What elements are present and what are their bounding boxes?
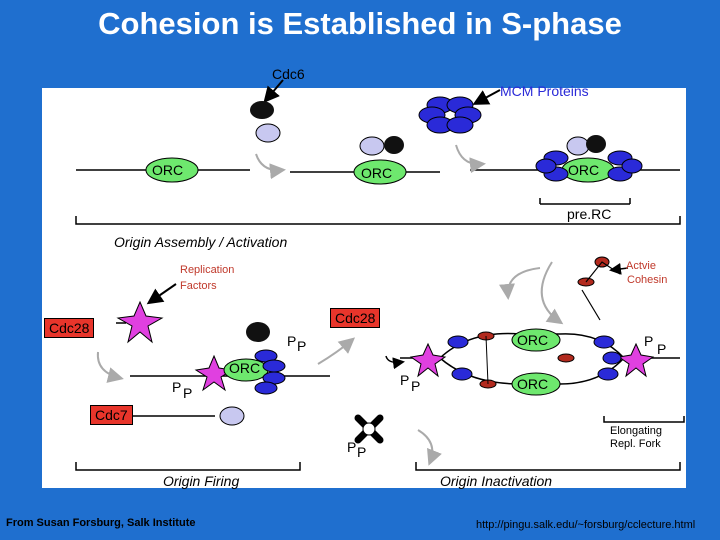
orc-oval-6 bbox=[511, 372, 561, 396]
orc-label-4: ORC bbox=[229, 360, 261, 376]
orc-oval-1 bbox=[145, 157, 199, 183]
origin-assembly-label: Origin Assembly / Activation bbox=[114, 234, 288, 250]
light-blob-2 bbox=[359, 136, 385, 156]
step-arrow-6 bbox=[499, 267, 541, 300]
replication-factors-pointer bbox=[146, 283, 177, 305]
cdc6-blob bbox=[250, 101, 274, 119]
cdc7-box: Cdc7 bbox=[90, 405, 133, 425]
cdc6-blob-4 bbox=[246, 322, 270, 342]
origin-inactivation-label: Origin Inactivation bbox=[440, 473, 553, 489]
origin-inactivation-bracket bbox=[415, 462, 681, 471]
mcm-complex-1 bbox=[418, 96, 482, 134]
step-arrow-8 bbox=[417, 429, 442, 466]
cdc6-blob-2 bbox=[384, 136, 404, 154]
step-arrow-7 bbox=[540, 261, 564, 325]
source-url[interactable]: http://pingu.salk.edu/~forsburg/cclectur… bbox=[476, 519, 696, 531]
origin-firing-bracket bbox=[75, 462, 301, 471]
cdc28-box-1: Cdc28 bbox=[44, 318, 95, 338]
phospho-label-2: P bbox=[297, 338, 307, 354]
orc-label-3: ORC bbox=[568, 162, 600, 178]
mcm-complex-2 bbox=[535, 150, 643, 182]
active-cohesin-label-2: Cohesin bbox=[627, 274, 668, 286]
prerc-bracket bbox=[539, 198, 631, 205]
replication-factors-label-1: Replication bbox=[180, 264, 235, 276]
light-blob-1 bbox=[255, 123, 281, 143]
replication-factors-label-2: Factors bbox=[180, 280, 217, 292]
mcm-complex-3 bbox=[254, 349, 286, 395]
origin-assembly-bracket bbox=[75, 216, 681, 225]
phospho-label-1: P bbox=[287, 333, 297, 349]
phospho-label-10: P bbox=[357, 444, 367, 460]
phospho-label-4: P bbox=[183, 385, 193, 401]
cohesin-rings bbox=[477, 256, 610, 389]
phospho-label-7: P bbox=[644, 333, 654, 349]
cdc6-label: Cdc6 bbox=[272, 66, 305, 82]
mcm-complex-4 bbox=[447, 335, 622, 381]
orc-oval-2 bbox=[353, 159, 407, 185]
cdc28-kinase-1 bbox=[116, 300, 164, 344]
phospho-label-3: P bbox=[172, 379, 182, 395]
phospho-label-9: P bbox=[347, 439, 357, 455]
orc-label-1: ORC bbox=[152, 162, 184, 178]
cdc6-pointer bbox=[263, 79, 284, 104]
phospho-label-5: P bbox=[400, 372, 410, 388]
source-credit: From Susan Forsburg, Salk Institute bbox=[6, 517, 196, 529]
cdc6-blob-3 bbox=[586, 135, 606, 153]
mcm-pointer bbox=[472, 89, 501, 105]
step-arrow-4 bbox=[317, 337, 356, 365]
step-arrow-3 bbox=[96, 351, 124, 383]
prerc-label: pre.RC bbox=[567, 206, 612, 222]
active-cohesin-pointer bbox=[609, 262, 629, 275]
phospho-label-6: P bbox=[411, 378, 421, 394]
elongating-label-1: Elongating bbox=[610, 425, 662, 437]
light-blob-4 bbox=[219, 406, 245, 426]
origin-firing-label: Origin Firing bbox=[163, 473, 240, 489]
active-cohesin-label-1: Actvie bbox=[626, 260, 656, 272]
orc-label-5: ORC bbox=[517, 332, 549, 348]
orc-label-6: ORC bbox=[517, 376, 549, 392]
cdc28-kinase-3 bbox=[409, 342, 447, 378]
elongating-bracket bbox=[603, 416, 685, 423]
slide-title: Cohesion is Established in S-phase bbox=[98, 6, 622, 41]
elongating-label-2: Repl. Fork bbox=[610, 438, 661, 450]
phospho-label-8: P bbox=[657, 341, 667, 357]
step-arrow-1 bbox=[255, 153, 286, 180]
orc-oval-5 bbox=[511, 328, 561, 352]
light-blob-3 bbox=[566, 136, 590, 156]
step-arrow-2 bbox=[455, 144, 486, 174]
orc-label-2: ORC bbox=[361, 165, 393, 181]
cdc28-kinase-4 bbox=[617, 342, 655, 378]
mcm-label: MCM Proteins bbox=[500, 83, 589, 99]
cdc28-box-2: Cdc28 bbox=[330, 308, 381, 328]
step-arrow-5 bbox=[385, 355, 405, 370]
